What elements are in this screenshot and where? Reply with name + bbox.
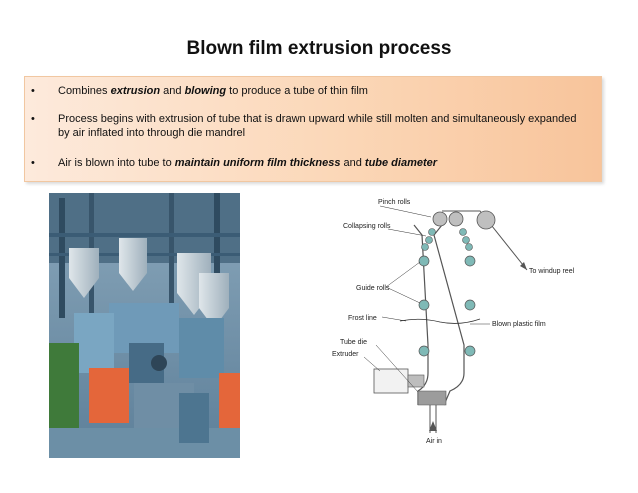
text-run: Combines — [58, 85, 111, 97]
bullet-marker: • — [31, 84, 35, 98]
label-frost-line: Frost line — [348, 315, 377, 322]
emphasis-run: blowing — [185, 85, 227, 97]
guide-roll-icon — [465, 300, 475, 310]
emphasis-run: extrusion — [111, 85, 161, 97]
collapsing-roll-icon — [429, 229, 436, 236]
label-air-in: Air in — [426, 438, 442, 445]
guide-roll-icon — [419, 256, 429, 266]
label-blown-plastic-film: Blown plastic film — [492, 321, 546, 328]
guide-roll-icon — [465, 346, 475, 356]
text-run: Process begins with extrusion of tube th… — [58, 113, 577, 139]
blown-film-tube — [434, 225, 464, 405]
text-run: to produce a tube of thin film — [226, 85, 368, 97]
bullet-text: Combines extrusion and blowing to produc… — [58, 84, 588, 98]
guide-roll-icon — [419, 346, 429, 356]
tube-die — [418, 391, 446, 405]
collapsing-roll-icon — [463, 237, 470, 244]
pinch-roll-icon — [433, 212, 447, 226]
bullet-marker: • — [31, 156, 35, 170]
guide-roll-icon — [419, 300, 429, 310]
slide-title: Blown film extrusion process — [0, 38, 638, 60]
collapsing-roll-icon — [422, 244, 429, 251]
text-run: and — [340, 157, 364, 169]
windup-roll-icon — [477, 211, 495, 229]
text-run: and — [160, 85, 184, 97]
collapsing-roll-icon — [466, 244, 473, 251]
collapsing-roll-icon — [460, 229, 467, 236]
label-tube-die: Tube die — [340, 339, 367, 346]
label-collapsing-rolls: Collapsing rolls — [343, 223, 391, 230]
bullet-text: Process begins with extrusion of tube th… — [58, 112, 588, 140]
emphasis-run: maintain uniform film thickness — [175, 157, 341, 169]
bullet-box: • Combines extrusion and blowing to prod… — [24, 76, 602, 182]
extruder-body — [374, 369, 408, 393]
blown-film-diagram: Pinch rolls Collapsing rolls To windup r… — [330, 195, 600, 460]
bullet-marker: • — [31, 112, 35, 126]
collapsing-roll-icon — [426, 237, 433, 244]
emphasis-run: tube diameter — [365, 157, 437, 169]
label-pinch-rolls: Pinch rolls — [378, 199, 411, 206]
pinch-roll-icon — [449, 212, 463, 226]
label-guide-rolls: Guide rolls — [356, 285, 390, 292]
label-to-windup-reel: To windup reel — [529, 268, 575, 275]
bullet-text: Air is blown into tube to maintain unifo… — [58, 156, 588, 170]
frost-line — [400, 319, 480, 323]
guide-roll-icon — [465, 256, 475, 266]
label-extruder: Extruder — [332, 351, 359, 358]
machine-photo — [49, 193, 240, 458]
extruder-barrel — [408, 375, 424, 387]
text-run: Air is blown into tube to — [58, 157, 175, 169]
